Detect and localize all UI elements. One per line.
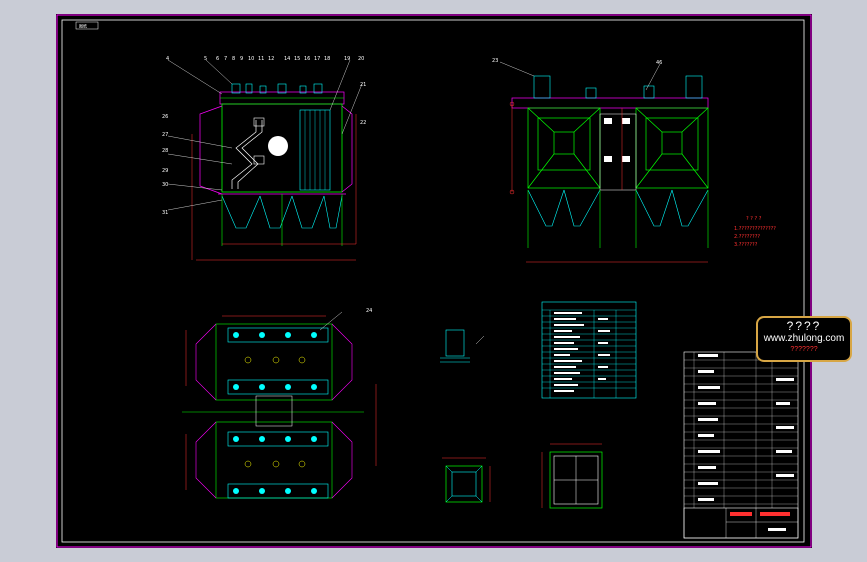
part-number: 8 (232, 56, 235, 62)
part-number: 18 (324, 56, 330, 62)
notes-heading: ? ? ? ? (746, 216, 762, 222)
part-number: 5 (204, 56, 207, 62)
part-number: 6 (216, 56, 219, 62)
title-tag-box (75, 21, 99, 30)
part-number: 14 (284, 56, 290, 62)
part-number: 21 (360, 82, 366, 88)
part-number: 27 (162, 132, 168, 138)
part-number: 11 (258, 56, 264, 62)
part-number: 10 (248, 56, 254, 62)
part-number: 22 (360, 120, 366, 126)
inner-frame (61, 19, 805, 543)
watermark-subtitle: ??????? (790, 346, 818, 353)
plan-view: 24 (182, 308, 377, 499)
part-number: 23 (492, 58, 498, 64)
watermark-url: www.zhulong.com (763, 333, 845, 344)
drawing-sheet: 图纸 (56, 14, 852, 548)
front-view: 4 5 6 7 8 9 10 11 12 14 15 16 17 18 19 2… (162, 56, 366, 261)
part-number: 12 (268, 56, 274, 62)
parts-list (683, 351, 799, 539)
part-number: 17 (314, 56, 320, 62)
part-number: 4 (166, 56, 169, 62)
part-number: 31 (162, 210, 168, 216)
note-line: 2.???????? (734, 234, 760, 240)
parameter-table (541, 301, 637, 399)
inlet-port-icon (268, 136, 288, 156)
cad-drawing: 图纸 (56, 14, 812, 548)
part-number: 26 (162, 114, 168, 120)
zhulong-watermark: ???? www.zhulong.com ??????? (756, 316, 852, 362)
part-number: 24 (366, 308, 372, 314)
side-view: 23 46 (492, 58, 709, 263)
part-number: 15 (294, 56, 300, 62)
part-number: 7 (224, 56, 227, 62)
part-number: 46 (656, 60, 662, 66)
title-tag: 图纸 (79, 23, 87, 29)
part-number: 19 (344, 56, 350, 62)
part-number: 9 (240, 56, 243, 62)
note-line: 3.??????? (734, 242, 758, 248)
part-number: 28 (162, 148, 168, 154)
watermark-marks: ???? (786, 319, 822, 333)
part-number: 29 (162, 168, 168, 174)
outer-border (56, 14, 812, 548)
part-number: 30 (162, 182, 168, 188)
detail-small (440, 329, 485, 363)
part-number: 20 (358, 56, 364, 62)
technical-notes: ? ? ? ? 1.?????????????? 2.???????? 3.??… (734, 216, 776, 248)
detail-plate (541, 443, 603, 509)
note-line: 1.?????????????? (734, 226, 776, 232)
part-number: 16 (304, 56, 310, 62)
detail-hopper-flange (442, 457, 491, 503)
